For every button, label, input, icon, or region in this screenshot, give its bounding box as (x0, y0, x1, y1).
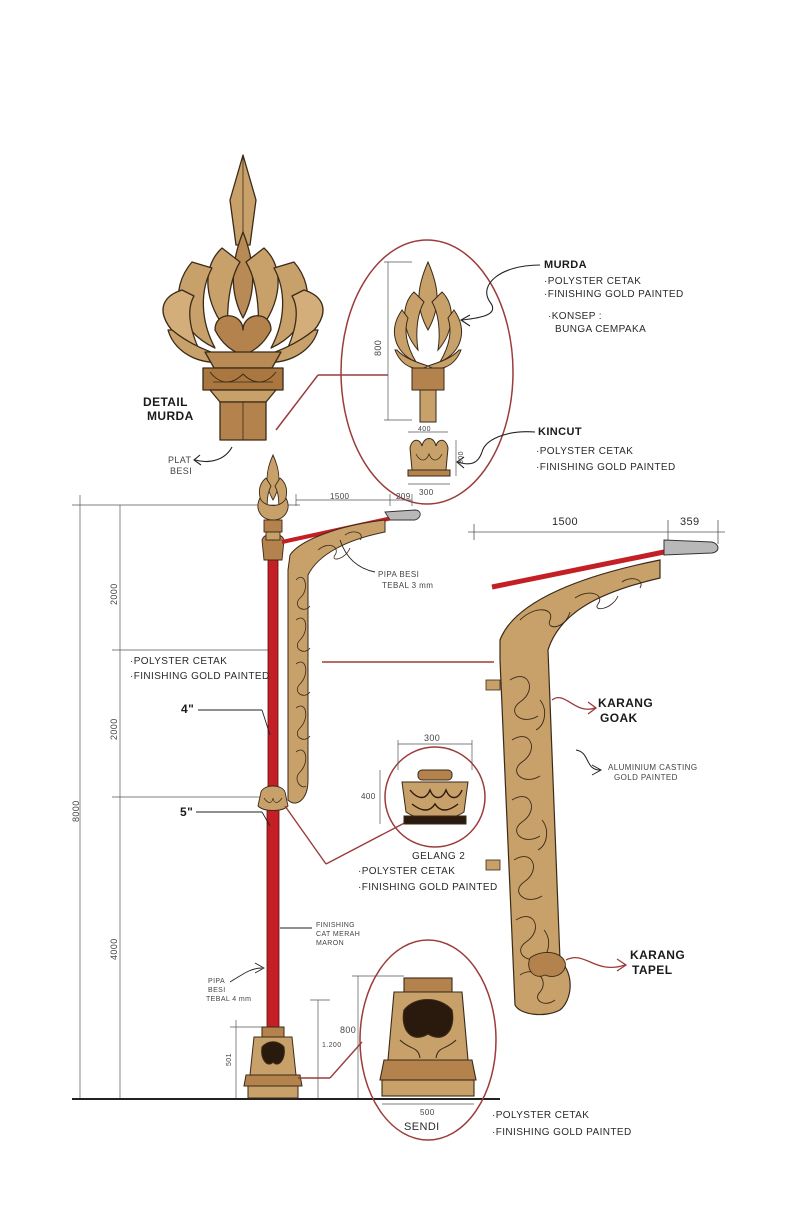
kincut-callout-arrow (457, 431, 536, 465)
sendi-ornament (379, 977, 477, 1097)
murda-callout-circle (275, 239, 514, 505)
kincut-dimension-lines (408, 440, 457, 485)
murda-concept1: ·KONSEP : (548, 311, 602, 322)
pole-gelang (257, 785, 289, 811)
gelang-spec2: ·FINISHING GOLD PAINTED (358, 882, 498, 893)
murda-callout-arrow (461, 264, 541, 321)
detail-murda-title-line2: MURDA (147, 409, 194, 423)
kincut-spec2: ·FINISHING GOLD PAINTED (536, 462, 676, 473)
sendi-dimension-lines (352, 975, 474, 1105)
large-lamp-arm (485, 539, 719, 1016)
gelang-name: GELANG 2 (412, 851, 466, 862)
aluminium-line1: ALUMINIUM CASTING (608, 763, 698, 772)
gelang-dimension-lines (379, 740, 473, 824)
murda-small-ornament (394, 260, 462, 423)
pole-base-sendi (243, 1026, 303, 1099)
aluminium-leader (575, 749, 601, 771)
pole-size-lower: 5" (180, 805, 194, 819)
large-arm-dim-tip: 359 (680, 516, 700, 528)
gelang-callout-circle (284, 746, 486, 865)
gelang-spec1: ·POLYSTER CETAK (358, 866, 456, 877)
murda-dim-width: 400 (418, 426, 431, 433)
pipa-arm-line1: PIPA BESI (378, 570, 420, 579)
pole-finishing-line1: FINISHING (316, 922, 355, 929)
large-arm-dim-length: 1500 (552, 516, 579, 528)
murda-dimension-lines (384, 261, 448, 433)
sendi-spec2: ·FINISHING GOLD PAINTED (492, 1127, 632, 1138)
pole-pipa-line2: BESI (208, 987, 226, 994)
kincut-dim-height: 300 (458, 451, 465, 464)
pipa-arm-leader (339, 539, 376, 573)
sendi-name: SENDI (404, 1121, 440, 1133)
pole-spec1: ·POLYSTER CETAK (130, 656, 228, 667)
pole-dim-base-tiny: 501 (226, 1053, 233, 1066)
murda-concept2: BUNGA CEMPAKA (555, 324, 647, 335)
detail-murda-title-line1: DETAIL (143, 395, 188, 409)
gelang-dim-height: 400 (361, 792, 376, 801)
kincut-dim-width: 300 (419, 488, 434, 497)
aluminium-line2: GOLD PAINTED (614, 773, 678, 782)
karang-tapel-line2: TAPEL (632, 963, 673, 977)
gelang-dim-width: 300 (424, 733, 441, 743)
pole-murda-top (257, 453, 289, 561)
pole-dim-base-small: 1.200 (322, 1042, 342, 1049)
pole-finishing-line3: MARON (316, 940, 345, 947)
small-arm-dimension-lines (295, 494, 413, 506)
karang-goak-line1: KARANG (598, 696, 654, 710)
karang-goak-line2: GOAK (600, 711, 638, 725)
small-arm-dim-length: 1500 (330, 492, 350, 501)
karang-goak-arrow (551, 697, 596, 710)
kincut-name: KINCUT (538, 426, 582, 438)
pole-pipa-line1: PIPA (208, 978, 226, 985)
murda-spec1: ·POLYSTER CETAK (544, 276, 642, 287)
pipa-arm-line2: TEBAL 3 mm (382, 581, 434, 590)
pole-leader-lines (196, 709, 312, 983)
plat-besi-line2: BESI (170, 466, 193, 476)
pole-finishing-line2: CAT MERAH (316, 931, 361, 938)
pole-dim-top: 2000 (109, 583, 119, 605)
small-arm-dim-tip: 209 (396, 492, 411, 501)
murda-spec2: ·FINISHING GOLD PAINTED (544, 289, 684, 300)
sendi-dim-width: 500 (420, 1108, 435, 1117)
plat-besi-arrow (194, 446, 233, 463)
murda-dim-height: 800 (373, 339, 383, 356)
murda-detail-ornament (162, 154, 324, 441)
pole-dim-bottom: 4000 (109, 938, 119, 960)
kincut-ornament (407, 438, 451, 477)
small-lamp-arm (281, 509, 421, 804)
pole-dim-mid: 2000 (109, 718, 119, 740)
kincut-spec1: ·POLYSTER CETAK (536, 446, 634, 457)
murda-name: MURDA (544, 259, 587, 271)
pole-dim-total: 8000 (71, 800, 81, 822)
plat-besi-line1: PLAT (168, 455, 192, 465)
pole-pipa-line3: TEBAL 4 mm (206, 996, 252, 1003)
karang-tapel-line1: KARANG (630, 948, 686, 962)
sendi-callout-circle (298, 939, 497, 1141)
pole-size-upper: 4" (181, 702, 195, 716)
karang-tapel-arrow (565, 957, 626, 968)
sendi-spec1: ·POLYSTER CETAK (492, 1110, 590, 1121)
gelang-ornament (401, 769, 469, 825)
pole-spec2: ·FINISHING GOLD PAINTED (130, 671, 270, 682)
sendi-dim-height: 800 (340, 1025, 357, 1035)
